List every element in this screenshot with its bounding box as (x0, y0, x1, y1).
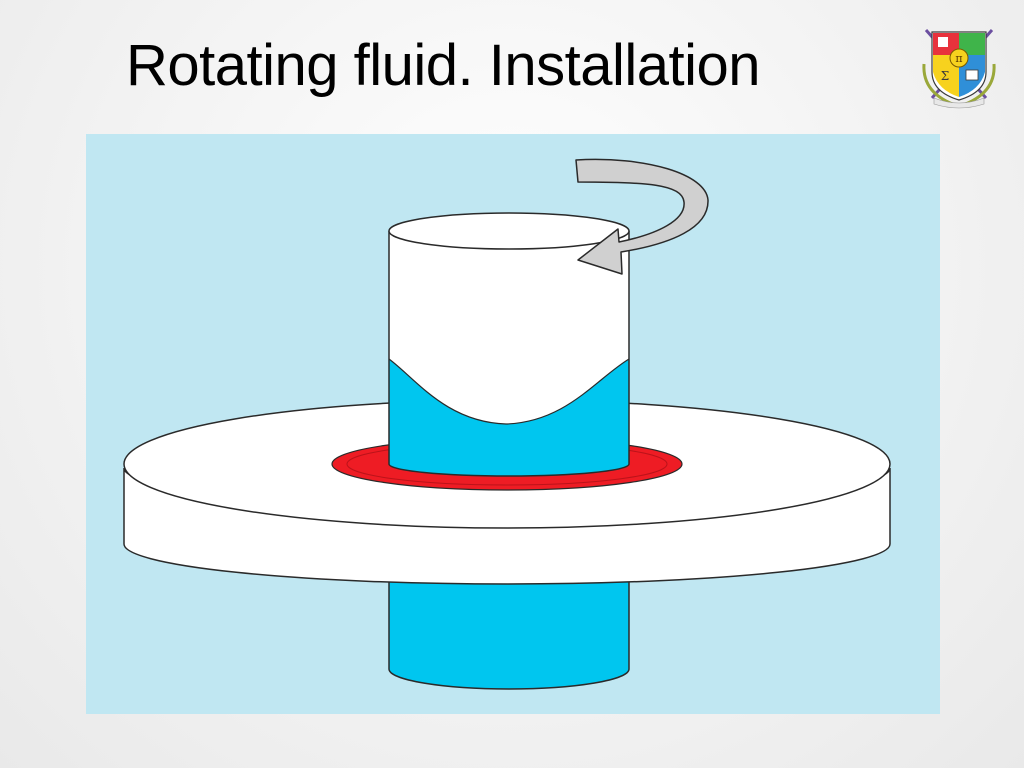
vessel-base-rim (388, 463, 630, 477)
fluid-surface-parabola (388, 358, 630, 425)
svg-text:π: π (955, 52, 962, 65)
university-crest-icon: π Σ (922, 29, 996, 109)
rotating-fluid-installation-diagram (86, 134, 940, 714)
svg-text:Σ: Σ (941, 69, 949, 83)
vessel-empty-space (389, 231, 629, 424)
curved-arrow-icon (575, 158, 709, 275)
vessel-top-rim (388, 212, 630, 250)
slide-title: Rotating fluid. Installation (126, 33, 761, 98)
vessel-lower-fluid (388, 563, 630, 690)
fluid-body (389, 359, 629, 476)
